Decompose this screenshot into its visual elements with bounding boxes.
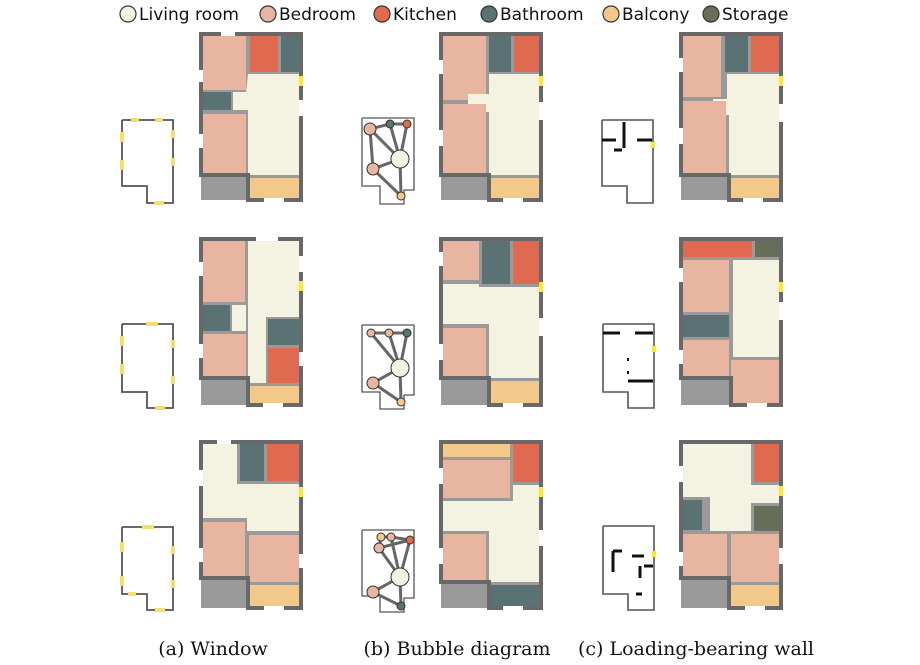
caption-window: (a) Window — [158, 638, 268, 660]
legend-item-kitchen: Kitchen — [373, 5, 457, 25]
window-input-boundary-1 — [120, 118, 175, 205]
window-input-boundary-2 — [120, 322, 175, 410]
legend-label-storage: Storage — [722, 5, 789, 25]
window-floorplan-2 — [199, 237, 303, 407]
window-floorplan-1 — [199, 32, 303, 202]
window-input-boundary-3 — [120, 525, 175, 612]
legend-item-living-room: Living room — [119, 5, 239, 25]
wall-input-boundary-1 — [601, 119, 655, 204]
legend-item-storage: Storage — [702, 5, 789, 25]
wall-floorplan-2 — [679, 237, 783, 407]
legend-item-balcony: Balcony — [602, 5, 689, 25]
caption-bubble-diagram: (b) Bubble diagram — [363, 638, 550, 660]
wall-floorplan-1 — [679, 32, 783, 202]
wall-input-boundary-2 — [602, 323, 656, 409]
legend-item-bedroom: Bedroom — [259, 5, 356, 25]
bubble-diagram-3 — [361, 529, 415, 613]
bubble-diagram-2 — [361, 324, 415, 410]
caption-loading-bearing-wall: (c) Loading-bearing wall — [578, 638, 814, 660]
bubble-diagram-1 — [361, 117, 415, 205]
legend: Living room Bedroom Kitchen Bathroom Bal… — [119, 5, 789, 25]
legend-label-bathroom: Bathroom — [500, 5, 584, 25]
wall-floorplan-3 — [679, 440, 783, 610]
window-floorplan-3 — [199, 440, 303, 610]
legend-label-living-room: Living room — [139, 5, 239, 25]
wall-input-boundary-3 — [602, 525, 656, 611]
legend-item-bathroom: Bathroom — [480, 5, 584, 25]
bubble-floorplan-3 — [439, 440, 543, 610]
bubble-floorplan-1 — [439, 32, 543, 202]
bubble-floorplan-2 — [439, 237, 543, 407]
legend-label-bedroom: Bedroom — [279, 5, 356, 25]
legend-label-kitchen: Kitchen — [393, 5, 457, 25]
legend-label-balcony: Balcony — [622, 5, 689, 25]
